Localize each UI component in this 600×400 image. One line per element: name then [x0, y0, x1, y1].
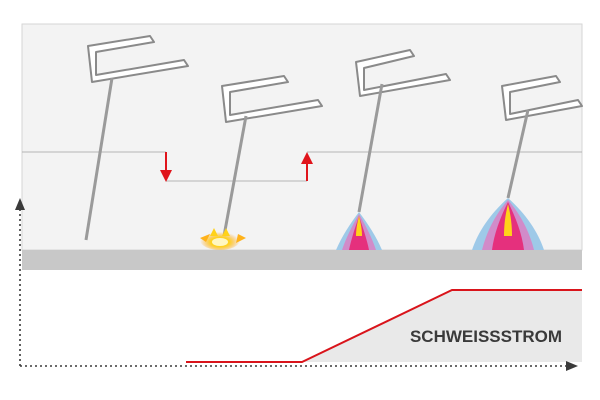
- torch-head: [87, 35, 189, 83]
- ignition-spark: [200, 228, 246, 250]
- current-curve: [186, 289, 582, 363]
- torch-head: [355, 49, 451, 97]
- torch-head: [501, 75, 583, 121]
- down-arrow-icon: [160, 152, 172, 182]
- tungsten-electrode: [506, 109, 530, 199]
- tungsten-electrode: [357, 83, 384, 213]
- torch-4: [472, 75, 583, 250]
- torch-3: [336, 49, 451, 250]
- scene-panel: [21, 23, 583, 251]
- current-label: SCHWEISSSTROM: [410, 327, 562, 346]
- torch-head: [221, 75, 323, 123]
- torch-1: [84, 35, 189, 241]
- tungsten-electrode: [222, 115, 248, 237]
- welding-arc-full: [472, 198, 544, 250]
- current-area: [302, 290, 582, 362]
- tungsten-electrode: [84, 77, 114, 241]
- axis-arrow-icon: [566, 361, 578, 371]
- workpiece: [22, 250, 582, 270]
- axis-arrow-icon: [15, 198, 25, 210]
- torch-2: [200, 75, 323, 250]
- vertical-axis: [15, 198, 25, 366]
- up-arrow-icon: [301, 152, 313, 181]
- welding-arc: [336, 212, 382, 250]
- horizontal-axis: [20, 361, 578, 371]
